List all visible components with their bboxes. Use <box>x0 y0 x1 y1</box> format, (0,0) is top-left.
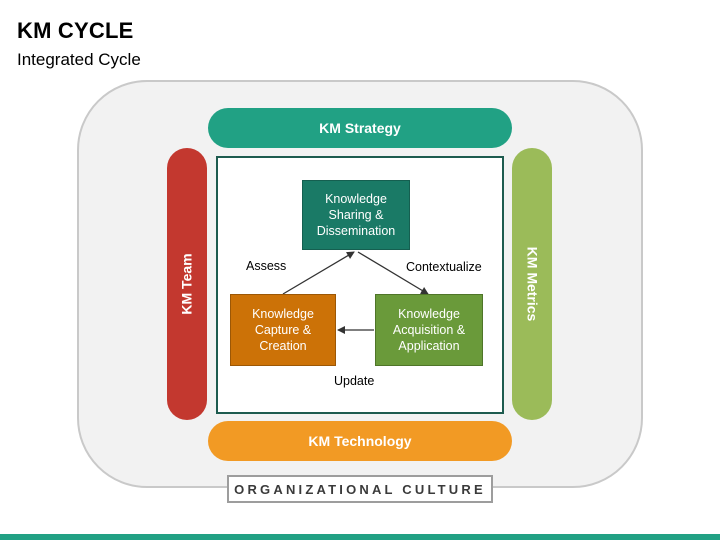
page-title: KM CYCLE <box>17 18 134 43</box>
assess-arrow <box>282 251 355 295</box>
knowledge-capture-node: Knowledge Capture & Creation <box>230 294 336 366</box>
knowledge-capture-label: Knowledge Capture & Creation <box>252 307 314 353</box>
km-technology-label: KM Technology <box>308 433 412 449</box>
organizational-culture-label: ORGANIZATIONAL CULTURE <box>227 475 493 503</box>
km-strategy-bar: KM Strategy <box>208 108 512 148</box>
knowledge-sharing-node: Knowledge Sharing & Dissemination <box>302 180 410 250</box>
knowledge-acquisition-label: Knowledge Acquisition & Application <box>392 307 466 353</box>
footer-accent-bar <box>0 534 720 540</box>
contextualize-label: Contextualize <box>406 260 482 274</box>
km-technology-bar: KM Technology <box>208 421 512 461</box>
page-subtitle: Integrated Cycle <box>17 50 141 69</box>
km-strategy-label: KM Strategy <box>319 120 401 136</box>
contextualize-arrow <box>357 251 429 295</box>
knowledge-acquisition-node: Knowledge Acquisition & Application <box>375 294 483 366</box>
update-label: Update <box>334 374 375 388</box>
assess-label: Assess <box>246 259 287 273</box>
km-team-bar: KM Team <box>167 148 207 420</box>
km-metrics-bar: KM Metrics <box>512 148 552 420</box>
knowledge-sharing-label: Knowledge Sharing & Dissemination <box>316 192 396 238</box>
